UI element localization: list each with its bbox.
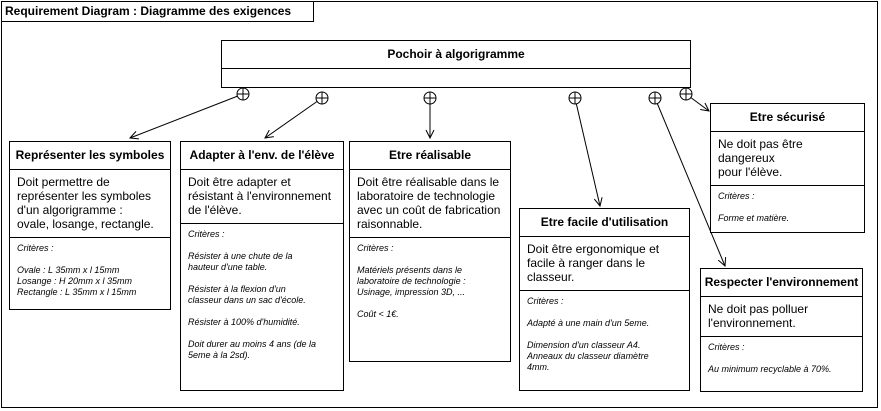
requirement-symboles[interactable]: Représenter les symboles Doit permettre … bbox=[9, 141, 171, 310]
requirement-criteria: Critères : Matériels présents dans le la… bbox=[350, 238, 510, 320]
criteria-group: Au minimum recyclable à 70%. bbox=[708, 364, 855, 375]
criteria-line: Doit durer au moins 4 ans (de la bbox=[188, 339, 317, 349]
containment-circle-icon bbox=[315, 91, 329, 105]
criteria-label: Critères : bbox=[357, 243, 394, 253]
connector-symboles bbox=[130, 87, 250, 138]
criteria-line: 5eme à la 2sd). bbox=[188, 350, 251, 360]
description-line: avec un coût de fabrication bbox=[357, 203, 501, 217]
criteria-line: Usinage, impression 3D, ... bbox=[357, 287, 466, 297]
root-block[interactable]: Pochoir à algorigramme bbox=[221, 40, 691, 88]
requirement-description: Ne doit pas polluer l'environnement. bbox=[701, 297, 862, 337]
criteria-group: Adapté à une main d'un 5eme. bbox=[527, 318, 682, 329]
root-block-title: Pochoir à algorigramme bbox=[222, 41, 690, 69]
requirement-description: Doit être adapter et résistant à l'envir… bbox=[181, 170, 343, 224]
description-line: résistant à l'environnement bbox=[188, 189, 332, 203]
criteria-group: Résister à la flexion d'un classeur dans… bbox=[188, 284, 336, 306]
description-line: d'un algorigramme : bbox=[17, 203, 123, 217]
containment-circle-icon bbox=[236, 87, 250, 101]
containment-circle-icon bbox=[648, 91, 662, 105]
description-line: laboratoire de technologie bbox=[357, 189, 496, 203]
criteria-group: Résister à 100% d'humidité. bbox=[188, 317, 336, 328]
requirement-utilisation[interactable]: Etre facile d'utilisation Doit être ergo… bbox=[519, 208, 690, 391]
criteria-line: laboratoire de technologie : bbox=[357, 276, 466, 286]
criteria-line: Dimension d'un classeur A4. bbox=[527, 340, 641, 350]
requirement-environnement[interactable]: Respecter l'environnement Ne doit pas po… bbox=[700, 268, 863, 392]
criteria-line: classeur dans un sac d'école. bbox=[188, 295, 306, 305]
requirement-realisable[interactable]: Etre réalisable Doit être réalisable dan… bbox=[349, 141, 511, 362]
requirement-description: Doit être ergonomique et facile à ranger… bbox=[520, 237, 689, 291]
requirement-criteria: Critères : Résister à une chute de la ha… bbox=[181, 224, 343, 361]
requirement-description: Ne doit pas être dangereux pour l'élève. bbox=[711, 132, 864, 186]
description-line: facile à ranger dans le bbox=[527, 256, 646, 270]
criteria-label: Critères : bbox=[188, 229, 225, 239]
description-line: classeur. bbox=[527, 270, 575, 284]
criteria-line: hauteur d'une table. bbox=[188, 262, 268, 272]
criteria-label: Critères : bbox=[718, 191, 755, 201]
criteria-group: Doit durer au moins 4 ans (de la 5eme à … bbox=[188, 339, 336, 361]
requirement-criteria: Critères : Ovale : L 35mm x l 15mm Losan… bbox=[10, 238, 170, 298]
criteria-line: Ovale : L 35mm x l 15mm bbox=[17, 265, 120, 275]
criteria-group: Coût < 1€. bbox=[357, 309, 503, 320]
requirement-title: Représenter les symboles bbox=[10, 142, 170, 170]
description-line: Ne doit pas polluer bbox=[708, 302, 809, 316]
criteria-line: Anneaux du classeur diamètre bbox=[527, 351, 649, 361]
description-line: représenter les symboles bbox=[17, 189, 152, 203]
criteria-label: Critères : bbox=[708, 342, 745, 352]
description-line: Ne doit pas être dangereux bbox=[718, 137, 803, 165]
criteria-line: Au minimum recyclable à 70%. bbox=[708, 364, 832, 374]
criteria-line: Losange : H 20mm x l 35mm bbox=[17, 276, 133, 286]
requirement-title: Etre réalisable bbox=[350, 142, 510, 170]
requirement-eleve[interactable]: Adapter à l'env. de l'élève Doit être ad… bbox=[180, 141, 344, 391]
criteria-line: Adapté à une main d'un 5eme. bbox=[527, 318, 650, 328]
criteria-label: Critères : bbox=[527, 296, 564, 306]
description-line: Doit être adapter et bbox=[188, 175, 291, 189]
criteria-line: Résister à la flexion d'un bbox=[188, 284, 286, 294]
criteria-group: Ovale : L 35mm x l 15mm Losange : H 20mm… bbox=[17, 265, 163, 298]
requirement-title: Respecter l'environnement bbox=[701, 269, 862, 297]
requirement-description: Doit être réalisable dans le laboratoire… bbox=[350, 170, 510, 238]
criteria-line: Rectangle : L 35mm x l 15mm bbox=[17, 287, 137, 297]
containment-circle-icon bbox=[679, 87, 693, 101]
criteria-group: Résister à une chute de la hauteur d'une… bbox=[188, 251, 336, 273]
criteria-label: Critères : bbox=[17, 243, 54, 253]
criteria-group: Dimension d'un classeur A4. Anneaux du c… bbox=[527, 340, 682, 373]
criteria-group: Matériels présents dans le laboratoire d… bbox=[357, 265, 503, 298]
criteria-line: Résister à 100% d'humidité. bbox=[188, 317, 300, 327]
requirement-criteria: Critères : Au minimum recyclable à 70%. bbox=[701, 337, 862, 375]
description-line: Doit être ergonomique et bbox=[527, 242, 660, 256]
criteria-line: 4mm. bbox=[527, 362, 550, 372]
diagram-title: Requirement Diagram : Diagramme des exig… bbox=[1, 1, 314, 22]
requirement-description: Doit permettre de représenter les symbol… bbox=[10, 170, 170, 238]
description-line: de l'élève. bbox=[188, 203, 242, 217]
description-line: pour l'élève. bbox=[718, 165, 783, 179]
connector-environnement bbox=[648, 91, 725, 266]
description-line: Doit permettre de bbox=[17, 175, 110, 189]
description-line: raisonnable. bbox=[357, 217, 423, 231]
requirement-securise[interactable]: Etre sécurisé Ne doit pas être dangereux… bbox=[710, 103, 865, 233]
connector-utilisation bbox=[568, 91, 600, 206]
connector-realisable bbox=[423, 91, 437, 138]
criteria-line: Matériels présents dans le bbox=[357, 265, 463, 275]
containment-circle-icon bbox=[423, 91, 437, 105]
criteria-line: Coût < 1€. bbox=[357, 309, 399, 319]
containment-circle-icon bbox=[568, 91, 582, 105]
connector-securise bbox=[679, 87, 709, 111]
description-line: ovale, losange, rectangle. bbox=[17, 217, 154, 231]
requirement-title: Adapter à l'env. de l'élève bbox=[181, 142, 343, 170]
description-line: l'environnement. bbox=[708, 316, 796, 330]
criteria-group: Forme et matière. bbox=[718, 213, 857, 224]
connector-eleve bbox=[265, 91, 329, 138]
requirement-title: Etre sécurisé bbox=[711, 104, 864, 132]
criteria-line: Résister à une chute de la bbox=[188, 251, 293, 261]
requirement-criteria: Critères : Adapté à une main d'un 5eme. … bbox=[520, 291, 689, 373]
requirement-title: Etre facile d'utilisation bbox=[520, 209, 689, 237]
description-line: Doit être réalisable dans le bbox=[357, 175, 500, 189]
requirement-criteria: Critères : Forme et matière. bbox=[711, 186, 864, 224]
criteria-line: Forme et matière. bbox=[718, 213, 790, 223]
